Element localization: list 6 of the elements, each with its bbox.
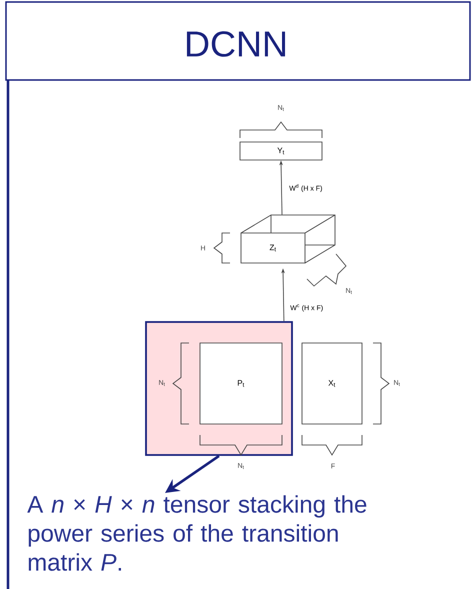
slide-title: DCNN — [186, 31, 286, 57]
tensor-cuboid: Z$_{t}$ — [240, 214, 336, 264]
feature-matrix: X$_{t}$ — [302, 342, 362, 424]
caption-text: A n × H × n tensor stacking the power series of the transition matrix P. — [27, 495, 366, 571]
output-matrix: Y$_{t}$ — [240, 142, 322, 160]
matrix-square: P$_{t}$ — [200, 342, 282, 424]
